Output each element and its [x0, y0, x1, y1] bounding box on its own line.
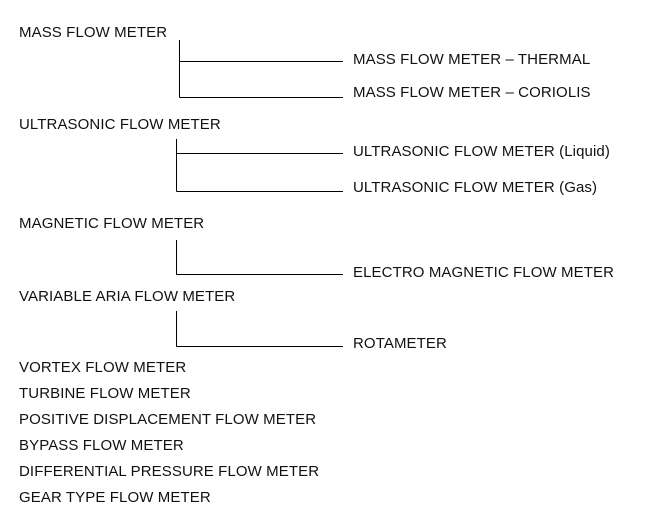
subtype-rotameter: ROTAMETER: [353, 335, 447, 352]
category-ultrasonic-flow-meter: ULTRASONIC FLOW METER: [19, 116, 221, 133]
category-mass-flow-meter: MASS FLOW METER: [19, 24, 168, 41]
type-bypass-flow-meter: BYPASS FLOW METER: [19, 437, 184, 454]
category-magnetic-flow-meter: MAGNETIC FLOW METER: [19, 215, 205, 232]
type-turbine-flow-meter: TURBINE FLOW METER: [19, 385, 191, 402]
type-differential-pressure-flow-meter: DIFFERENTIAL PRESSURE FLOW METER: [19, 463, 320, 480]
subtype-ultrasonic-liquid: ULTRASONIC FLOW METER (Liquid): [353, 143, 610, 160]
subtype-electro-magnetic: ELECTRO MAGNETIC FLOW METER: [353, 264, 615, 281]
type-positive-displacement-flow-meter: POSITIVE DISPLACEMENT FLOW METER: [19, 411, 317, 428]
subtype-mass-coriolis: MASS FLOW METER – CORIOLIS: [353, 84, 591, 101]
type-vortex-flow-meter: VORTEX FLOW METER: [19, 359, 187, 376]
category-variable-aria-flow-meter: VARIABLE ARIA FLOW METER: [19, 288, 236, 305]
type-gear-type-flow-meter: GEAR TYPE FLOW METER: [19, 489, 211, 506]
subtype-ultrasonic-gas: ULTRASONIC FLOW METER (Gas): [353, 179, 598, 196]
subtype-mass-thermal: MASS FLOW METER – THERMAL: [353, 51, 591, 68]
